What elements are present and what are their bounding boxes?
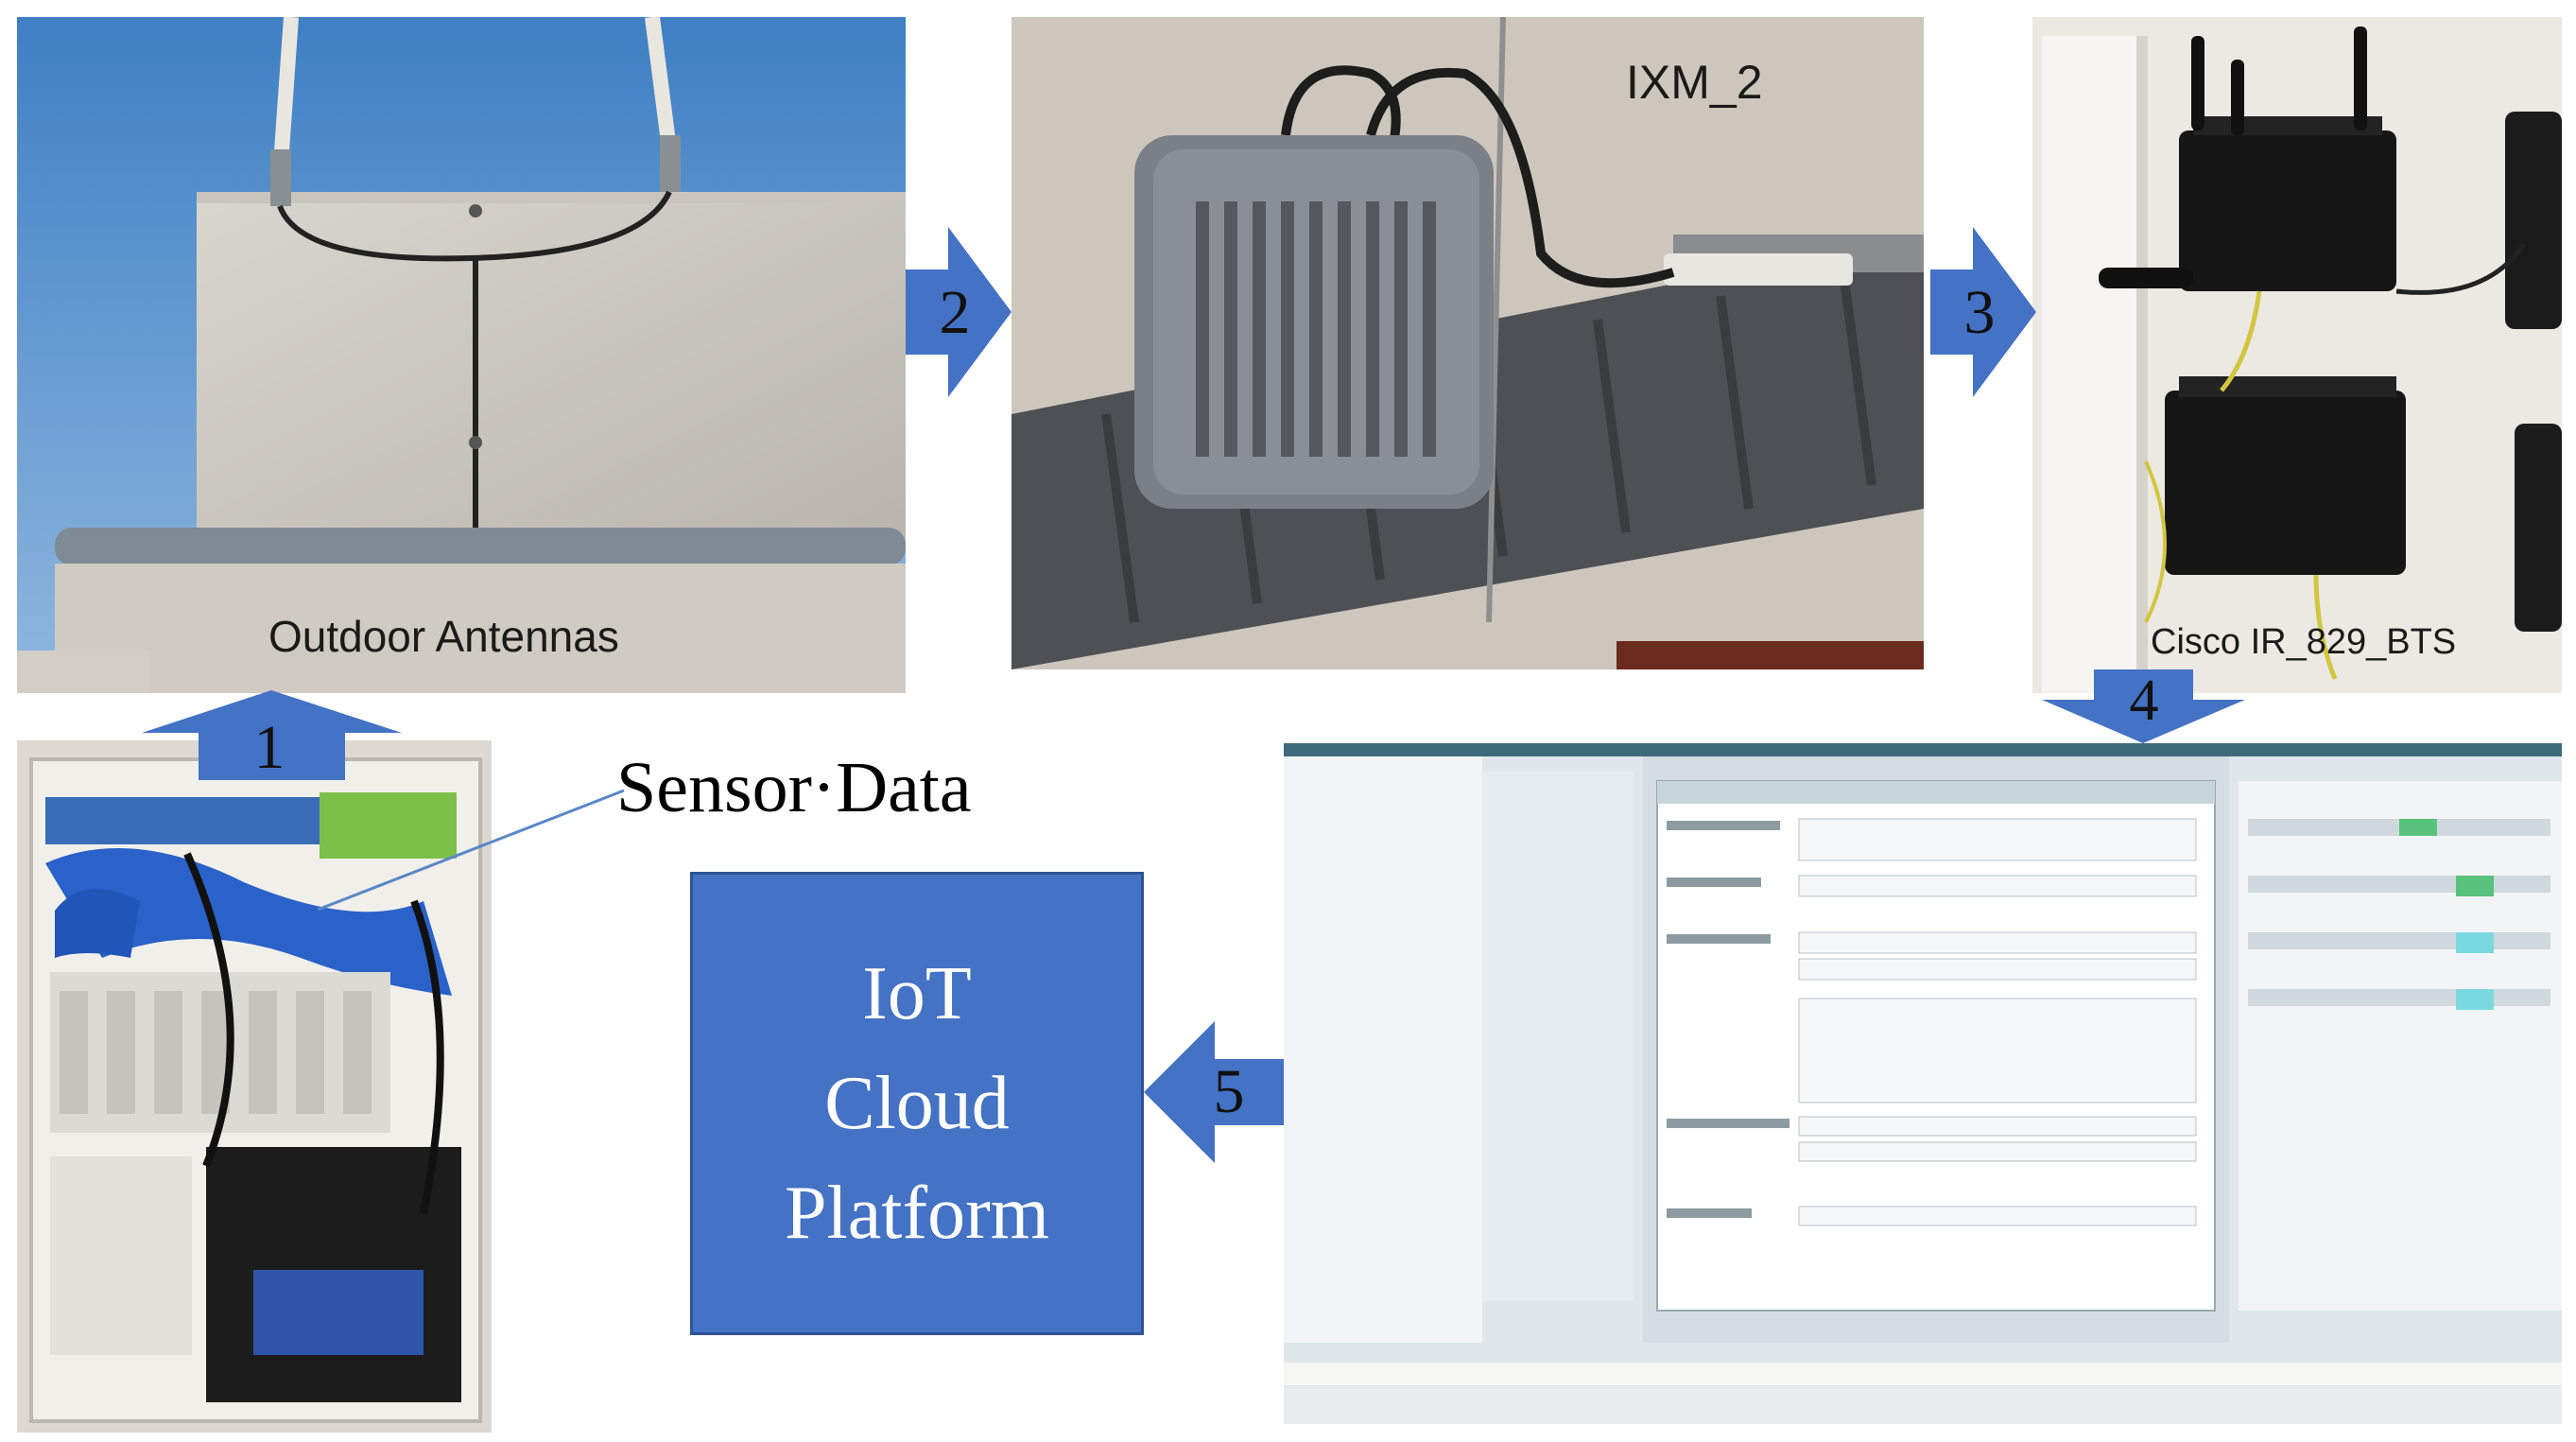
electrical-cabinet-photo (17, 740, 492, 1433)
outdoor-antennas-label: Outdoor Antennas (268, 612, 619, 661)
sensor-data-leader-line (312, 785, 633, 917)
dashboard-screenshot (1284, 743, 2562, 1424)
step-5-number: 5 (1213, 1057, 1245, 1126)
outdoor-antennas-photo: Outdoor Antennas (17, 17, 906, 693)
cloud-line-2: Cloud (824, 1062, 1010, 1145)
sensor-data-label: Sensor·Data (616, 748, 972, 827)
step-1-arrow: 1 (142, 690, 402, 780)
step-3-arrow: 3 (1930, 227, 2036, 397)
step-5-arrow: 5 (1144, 1021, 1284, 1163)
step-1-number: 1 (253, 713, 285, 782)
step-3-number: 3 (1963, 278, 1996, 347)
ixm-gateway-photo: IXM_2 (1011, 17, 1924, 669)
cloud-line-3: Platform (785, 1172, 1049, 1255)
step-2-number: 2 (939, 278, 971, 347)
iot-cloud-platform-box: IoT Cloud Platform (690, 872, 1144, 1335)
step-2-arrow: 2 (906, 227, 1011, 397)
step-4-arrow: 4 (2042, 669, 2245, 743)
cloud-line-1: IoT (862, 952, 972, 1035)
cisco-label: Cisco IR_829_BTS (2151, 622, 2457, 662)
cisco-router-photo: Cisco IR_829_BTS (2032, 17, 2562, 693)
ixm-label: IXM_2 (1626, 56, 1763, 109)
step-4-number: 4 (2129, 669, 2159, 733)
